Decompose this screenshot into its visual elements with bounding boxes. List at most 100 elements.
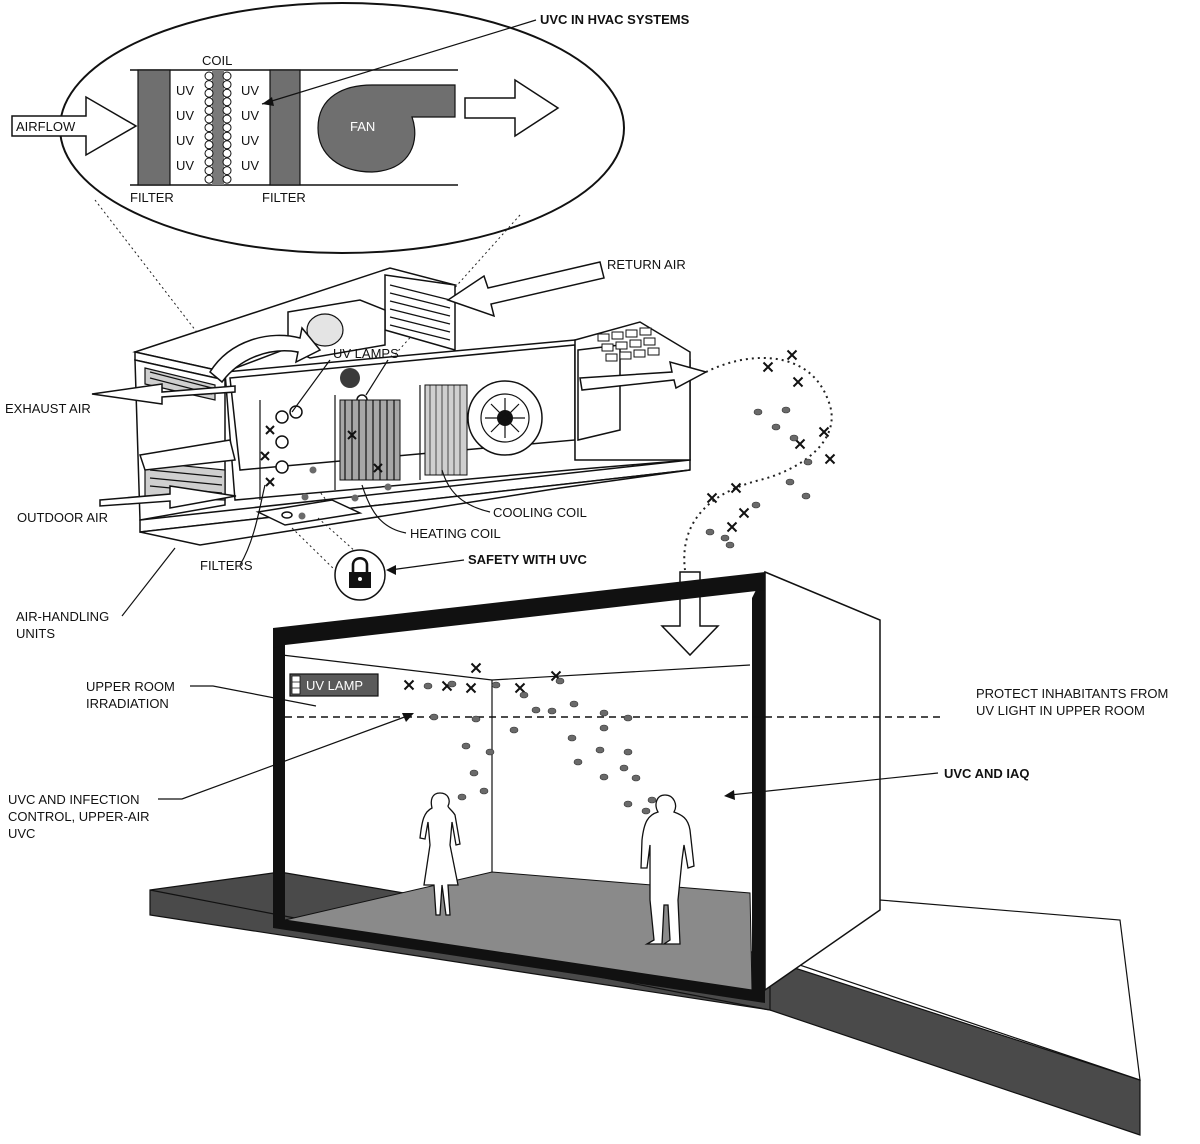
coil-tube — [223, 81, 231, 89]
coil-tube — [223, 158, 231, 166]
particle — [772, 424, 780, 430]
particle — [574, 759, 582, 765]
particle — [624, 749, 632, 755]
particle — [480, 788, 488, 794]
coil-tube — [223, 132, 231, 140]
uv-label: UV — [176, 83, 194, 98]
pathogen-mark — [820, 428, 829, 437]
particle — [726, 542, 734, 548]
particle — [424, 683, 432, 689]
coil-tube — [223, 72, 231, 80]
uv-lamps-label: UV LAMPS — [333, 346, 399, 361]
coil-strip — [212, 70, 224, 185]
pathogen-mark — [728, 523, 737, 532]
coil-tube — [205, 158, 213, 166]
return-air-label: RETURN AIR — [607, 257, 686, 272]
infection-control-label-3: UVC — [8, 826, 35, 841]
coil-tube — [223, 115, 231, 123]
filter-left — [138, 70, 170, 185]
coil-label: COIL — [202, 53, 232, 68]
coil-tube — [205, 141, 213, 149]
particle — [458, 794, 466, 800]
cooling-coil-block — [425, 385, 467, 475]
coil-tube — [223, 124, 231, 132]
vent-block — [606, 354, 617, 361]
pathogen-mark — [405, 681, 414, 690]
airborne-particles — [706, 407, 812, 548]
particle — [510, 727, 518, 733]
filter-label-right: FILTER — [262, 190, 306, 205]
vent-block — [620, 352, 631, 359]
return-air-louver — [385, 275, 455, 350]
coil-tube — [205, 149, 213, 157]
protect-label: PROTECT INHABITANTS FROM — [976, 686, 1168, 701]
particle — [462, 743, 470, 749]
coil-tube — [205, 98, 213, 106]
uvc-iaq-label: UVC AND IAQ — [944, 766, 1029, 781]
infection-control-label: UVC AND INFECTION — [8, 792, 139, 807]
particle — [570, 701, 578, 707]
particle — [804, 459, 812, 465]
particle — [782, 407, 790, 413]
vent-block — [598, 334, 609, 341]
particle — [752, 502, 760, 508]
vent-block — [626, 330, 637, 337]
air-handling-unit — [92, 262, 706, 545]
pathogen-mark — [740, 509, 749, 518]
particle — [430, 714, 438, 720]
particle — [754, 409, 762, 415]
vent-block — [640, 328, 651, 335]
particle — [600, 710, 608, 716]
coil-tube — [223, 106, 231, 114]
uv-label: UV — [176, 133, 194, 148]
particle — [632, 775, 640, 781]
pathogen-mark — [794, 378, 803, 387]
upper-room-label: UPPER ROOM — [86, 679, 175, 694]
uvc-in-hvac-label: UVC IN HVAC SYSTEMS — [540, 12, 690, 27]
upper-room-label-2: IRRADIATION — [86, 696, 169, 711]
particle — [624, 715, 632, 721]
protect-label-2: UV LIGHT IN UPPER ROOM — [976, 703, 1145, 718]
particle — [568, 735, 576, 741]
outdoor-air-label: OUTDOOR AIR — [17, 510, 108, 525]
vent-block — [648, 348, 659, 355]
filters-label: FILTERS — [200, 558, 253, 573]
particle — [642, 808, 650, 814]
vent-block — [602, 344, 613, 351]
particle — [470, 770, 478, 776]
safety-with-uvc-label: SAFETY WITH UVC — [468, 552, 588, 567]
vent-block — [616, 342, 627, 349]
particle — [648, 797, 656, 803]
coil-tube — [205, 81, 213, 89]
uv-label: UV — [176, 108, 194, 123]
particle — [448, 681, 456, 687]
coil-tube — [223, 141, 231, 149]
heating-coil-label: HEATING COIL — [410, 526, 501, 541]
particle — [548, 708, 556, 714]
return-air-arrow — [448, 262, 604, 316]
coil-tube — [223, 149, 231, 157]
particle — [620, 765, 628, 771]
pathogen-mark — [516, 684, 525, 693]
coil-tube — [205, 115, 213, 123]
particle — [786, 479, 794, 485]
particle — [472, 716, 480, 722]
coil-tube — [223, 89, 231, 97]
pathogen-mark — [467, 684, 476, 693]
pathogen-mark — [708, 494, 717, 503]
airflow-label: AIRFLOW — [16, 119, 76, 134]
particle — [532, 707, 540, 713]
airborne-marks — [708, 351, 835, 532]
room-particles — [424, 678, 656, 814]
heating-coil-grid — [340, 400, 400, 480]
vent-block — [644, 338, 655, 345]
pathogen-mark — [764, 363, 773, 372]
uv-label: UV — [176, 158, 194, 173]
vent-block — [612, 332, 623, 339]
particle — [600, 774, 608, 780]
coil-tube — [205, 89, 213, 97]
particle — [706, 529, 714, 535]
cooling-coil-label: COOLING COIL — [493, 505, 587, 520]
